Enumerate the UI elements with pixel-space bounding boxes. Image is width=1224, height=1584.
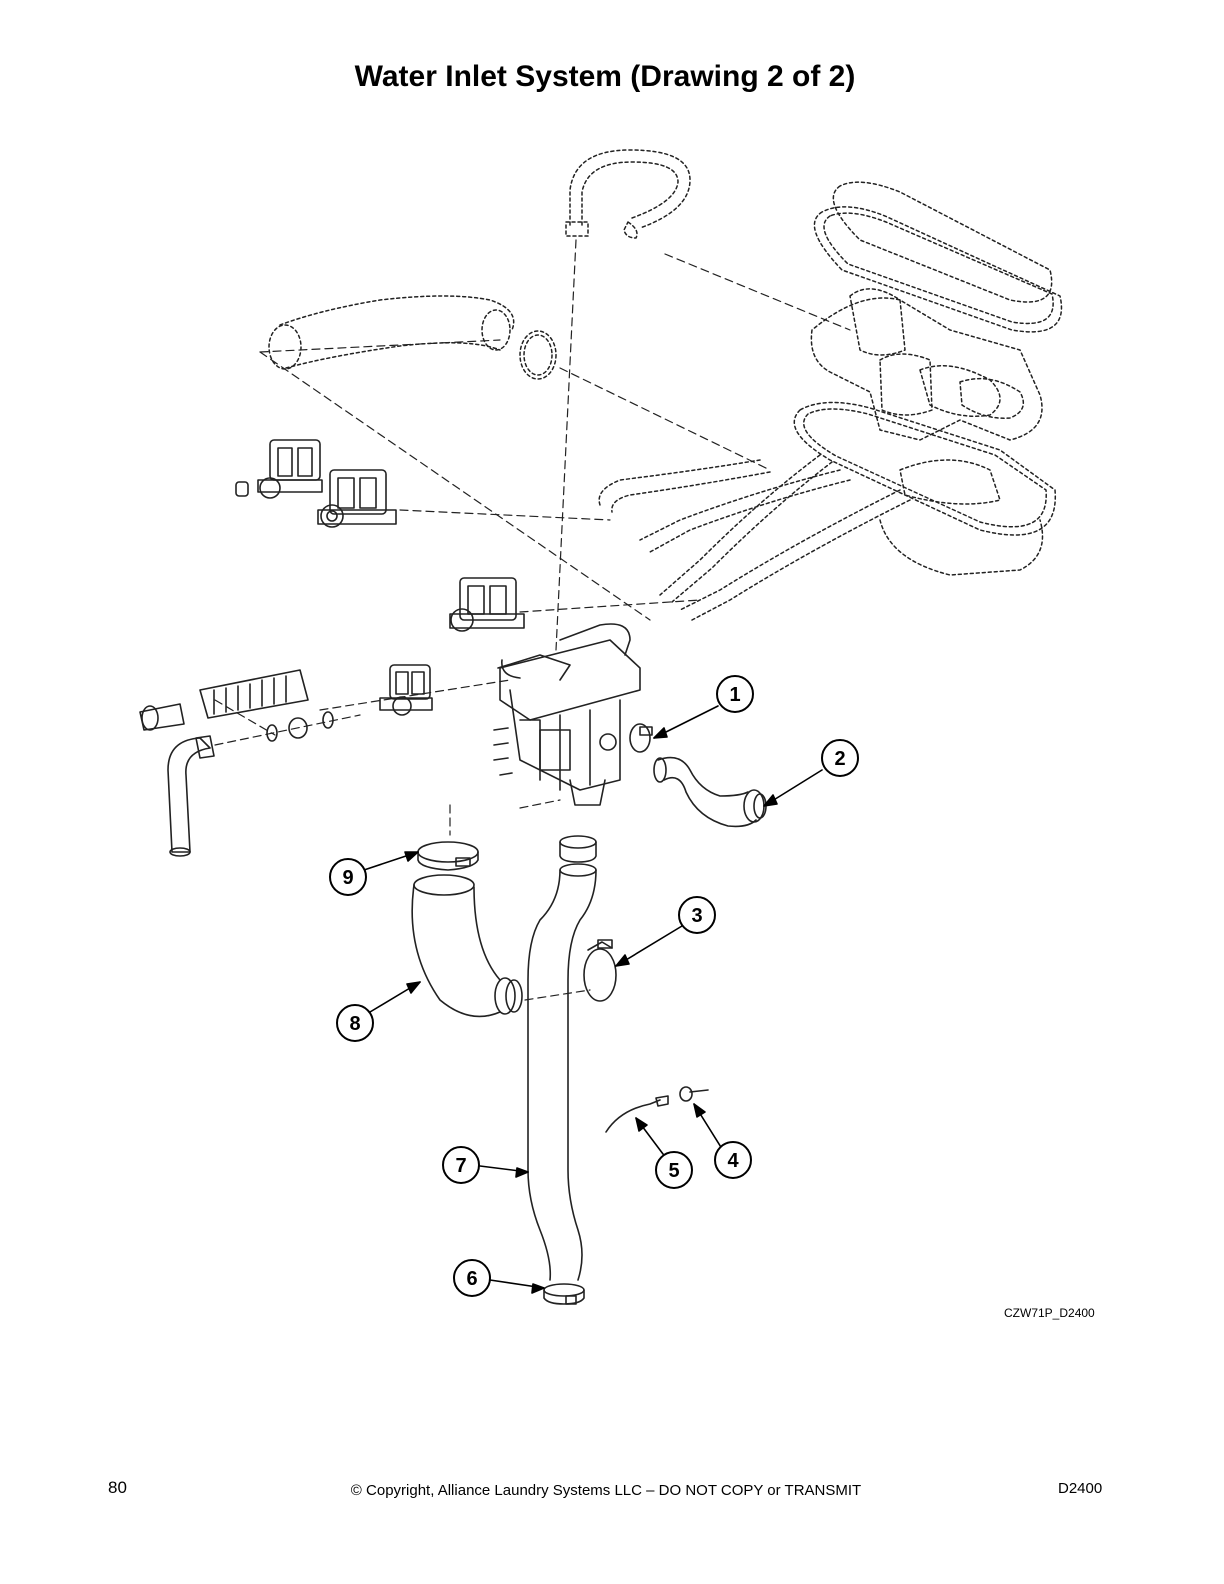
explode-lines — [214, 239, 851, 1001]
part-8-elbow-hose — [411, 874, 523, 1018]
svg-text:3: 3 — [691, 905, 702, 927]
svg-text:6: 6 — [466, 1268, 477, 1290]
callout-3: 3 — [678, 896, 716, 934]
part-3-clamp-ring — [583, 939, 617, 1002]
svg-text:8: 8 — [349, 1013, 360, 1035]
callout-2: 2 — [821, 739, 859, 777]
svg-text:9: 9 — [342, 867, 353, 889]
part-7-long-hose — [527, 835, 597, 1281]
svg-text:4: 4 — [727, 1150, 739, 1172]
callout-4: 4 — [714, 1141, 752, 1179]
svg-text:1: 1 — [729, 684, 740, 706]
water-valve-lower — [449, 577, 525, 632]
water-valve-upper — [235, 439, 323, 499]
part-6-bottom-clamp — [543, 1283, 585, 1305]
water-valve-middle — [317, 469, 397, 528]
callout-7: 7 — [442, 1146, 480, 1184]
document-code: D2400 — [1058, 1480, 1103, 1497]
svg-text:5: 5 — [668, 1160, 679, 1182]
callout-1: 1 — [716, 675, 754, 713]
dispenser-assembly — [268, 149, 1063, 621]
page-number: 80 — [108, 1478, 127, 1497]
valve-manifold-block — [493, 623, 641, 806]
callout-leaders — [363, 705, 823, 1294]
callout-9: 9 — [329, 858, 367, 896]
water-valve-small — [379, 664, 433, 716]
part-9-hose-clamp — [417, 841, 479, 871]
callout-6: 6 — [453, 1259, 491, 1297]
svg-text:7: 7 — [455, 1155, 466, 1177]
svg-text:2: 2 — [834, 748, 845, 770]
page-title: Water Inlet System (Drawing 2 of 2) — [354, 60, 856, 93]
part-4-grommet — [679, 1086, 709, 1102]
drawing-id: CZW71P_D2400 — [1004, 1306, 1095, 1320]
copyright-notice: © Copyright, Alliance Laundry Systems LL… — [350, 1482, 862, 1499]
part-1-clamp — [629, 723, 653, 753]
callout-5: 5 — [655, 1151, 693, 1189]
inlet-fittings — [139, 669, 334, 857]
callout-8: 8 — [336, 1004, 374, 1042]
part-2-curved-hose — [653, 756, 767, 828]
part-5-small-tube — [605, 1095, 669, 1133]
